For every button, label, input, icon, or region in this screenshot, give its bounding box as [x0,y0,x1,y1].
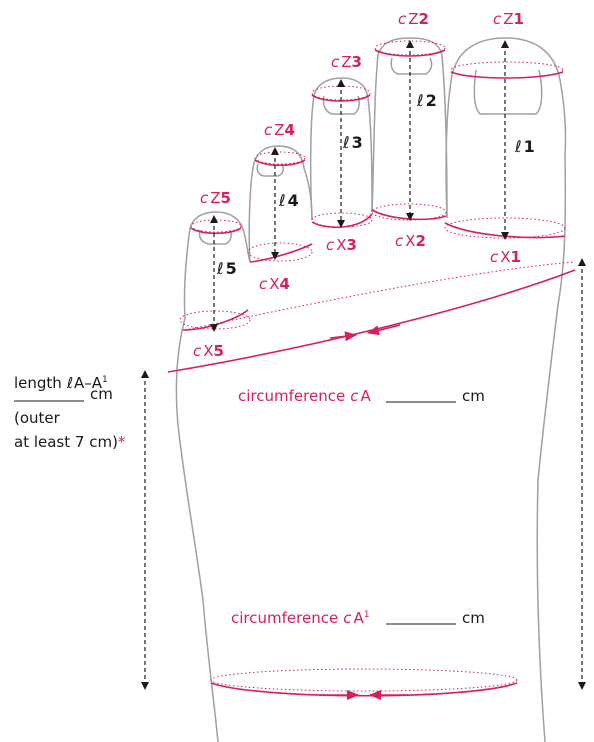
circumference-a-unit: cm [462,387,485,405]
circumference-a1-ring [210,668,518,700]
foot-outline [175,37,567,742]
length-note-unit: cm [90,385,113,403]
toe-length-arrows [210,40,509,332]
toe-2-outline [371,37,448,219]
circumference-a1-unit: cm [462,609,485,627]
length-note-line3: (outer [14,409,61,427]
toe-1-outline [445,37,567,219]
length-note-line4: at least 7 cm)* [14,433,126,451]
circumference-a-ring [167,261,576,373]
